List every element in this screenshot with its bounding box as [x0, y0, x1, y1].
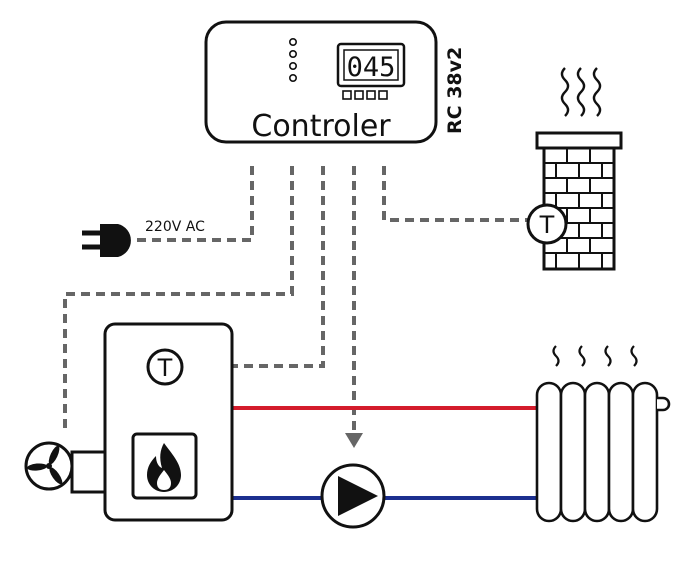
- plug-icon: [82, 224, 131, 257]
- radiator-fin-1: [535, 381, 563, 523]
- heat-waves-icon: [552, 345, 638, 367]
- radiator-fin-4: [607, 381, 635, 523]
- pump-arrow: [338, 476, 378, 516]
- status-leds: [288, 37, 297, 83]
- controller-label: Controler: [251, 109, 391, 144]
- control-button-4[interactable]: [378, 90, 388, 100]
- chimney-icon: T: [526, 67, 623, 271]
- chimney-sensor-label: T: [539, 211, 555, 239]
- wire-power: [135, 166, 254, 242]
- heat-wave-1: [552, 345, 560, 367]
- controller-model-label: RC 38v2: [444, 47, 466, 134]
- flame-inner: [157, 470, 171, 490]
- display-screen: [343, 49, 399, 81]
- plug-body: [100, 224, 131, 257]
- controller-unit: 045 Controler RC 38v2: [204, 20, 466, 144]
- radiator-valve: [657, 396, 671, 412]
- flame-icon: [147, 443, 181, 492]
- fan-blades: [27, 445, 63, 485]
- pump-icon: [320, 463, 386, 529]
- control-button-3[interactable]: [366, 90, 376, 100]
- boiler: T: [103, 322, 234, 522]
- heat-wave-2: [578, 345, 586, 367]
- wire-chimney-sensor: [382, 166, 528, 222]
- control-button-1[interactable]: [342, 90, 352, 100]
- chimney-cap: [535, 131, 623, 150]
- radiator-fins: [535, 381, 659, 523]
- heat-wave-4: [630, 345, 638, 367]
- radiator-fin-5: [631, 381, 659, 523]
- control-wiring: [63, 166, 528, 448]
- pump-wire-arrowhead: [345, 433, 363, 448]
- led-3: [288, 61, 297, 70]
- heating-pipes: [232, 406, 537, 500]
- led-2: [288, 49, 297, 58]
- fan-duct: [70, 450, 107, 494]
- wire-fan: [63, 166, 294, 434]
- wire-boiler-sensor: [180, 166, 325, 368]
- heat-wave-3: [604, 345, 612, 367]
- led-4: [288, 74, 297, 83]
- smoke-wave-2: [576, 67, 586, 117]
- boiler-sensor-circle: [146, 348, 184, 386]
- radiator-icon: [535, 345, 671, 523]
- smoke-wave-1: [560, 67, 570, 117]
- heat-waves-icon: [560, 67, 602, 117]
- boiler-sensor-label: T: [157, 354, 173, 382]
- radiator-fin-2: [559, 381, 587, 523]
- fan-icon: [24, 441, 107, 494]
- display-value: 045: [347, 52, 396, 83]
- smoke-wave-3: [592, 67, 602, 117]
- control-button-2[interactable]: [354, 90, 364, 100]
- chimney-sensor-circle: [526, 203, 568, 245]
- led-1: [288, 37, 297, 46]
- power-label: 220V AC: [145, 219, 205, 235]
- radiator-fin-3: [583, 381, 611, 523]
- control-buttons: [342, 90, 388, 100]
